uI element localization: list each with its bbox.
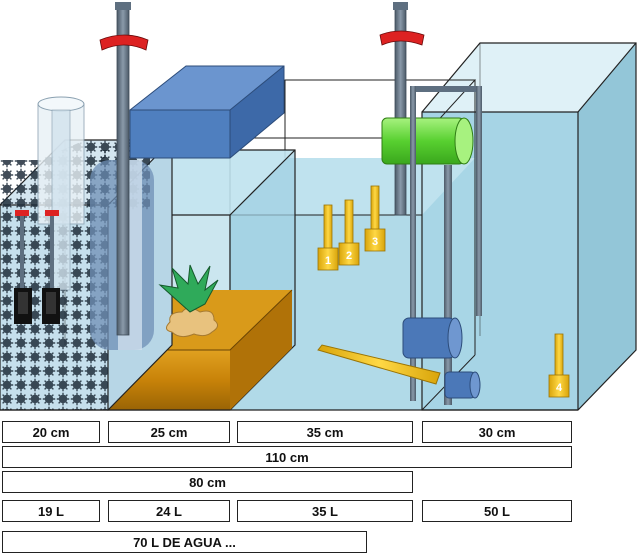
yellow-pipe — [317, 344, 441, 385]
width-30cm: 30 cm — [422, 421, 572, 443]
return-frame — [410, 86, 482, 405]
reactor-cylinder — [37, 96, 85, 291]
volume-24l: 24 L — [108, 500, 230, 522]
return-pumps — [14, 210, 60, 324]
volume-19l: 19 L — [2, 500, 100, 522]
right-pipe — [379, 2, 425, 216]
heater-box — [129, 65, 285, 159]
circulation-pump — [402, 317, 481, 399]
partial-length: 80 cm — [2, 471, 413, 493]
valve-3-label: 3 — [372, 236, 378, 248]
valve-1-label: 1 — [325, 255, 331, 267]
total-length: 110 cm — [2, 446, 572, 468]
valve-4: 4 — [548, 333, 570, 398]
width-35cm: 35 cm — [237, 421, 413, 443]
left-pipe — [99, 2, 149, 336]
water-total: 70 L DE AGUA ... — [2, 531, 367, 553]
volume-35l: 35 L — [237, 500, 413, 522]
volume-50l: 50 L — [422, 500, 572, 522]
valve-2: 2 — [338, 199, 360, 266]
coral-plant — [158, 264, 219, 338]
valve-2-label: 2 — [346, 250, 352, 262]
valve-1: 1 — [317, 204, 339, 271]
width-20cm: 20 cm — [2, 421, 100, 443]
valve-3: 3 — [364, 185, 386, 252]
width-25cm: 25 cm — [108, 421, 230, 443]
valve-4-label: 4 — [556, 382, 563, 394]
green-filter — [381, 117, 474, 165]
